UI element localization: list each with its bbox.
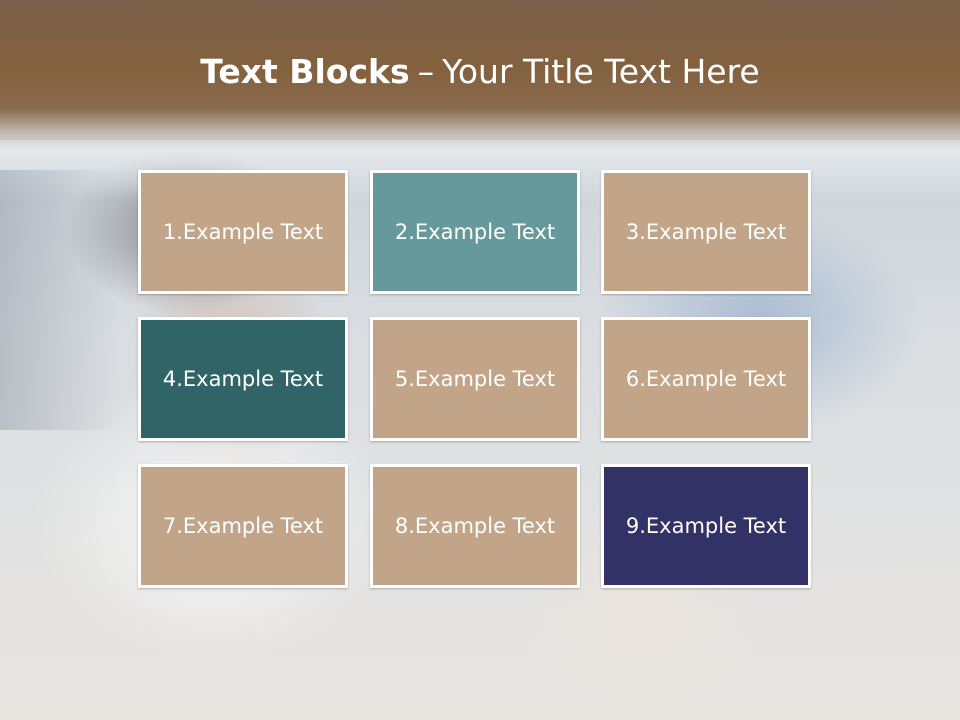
text-block-1[interactable]: 1.Example Text bbox=[138, 170, 348, 294]
text-block-4[interactable]: 4.Example Text bbox=[138, 317, 348, 441]
text-block-2[interactable]: 2.Example Text bbox=[370, 170, 580, 294]
text-block-7[interactable]: 7.Example Text bbox=[138, 464, 348, 588]
slide-title[interactable]: Text Blocks–Your Title Text Here bbox=[0, 52, 960, 91]
title-dash: – bbox=[417, 52, 435, 91]
background-frame-shadow bbox=[0, 170, 120, 430]
title-rest-text: Your Title Text Here bbox=[442, 52, 760, 91]
title-bold-text: Text Blocks bbox=[200, 52, 410, 91]
text-block-5[interactable]: 5.Example Text bbox=[370, 317, 580, 441]
text-block-8[interactable]: 8.Example Text bbox=[370, 464, 580, 588]
text-block-9[interactable]: 9.Example Text bbox=[601, 464, 811, 588]
text-block-grid: 1.Example Text 2.Example Text 3.Example … bbox=[138, 170, 816, 594]
title-banner bbox=[0, 0, 960, 150]
text-block-6[interactable]: 6.Example Text bbox=[601, 317, 811, 441]
text-block-3[interactable]: 3.Example Text bbox=[601, 170, 811, 294]
